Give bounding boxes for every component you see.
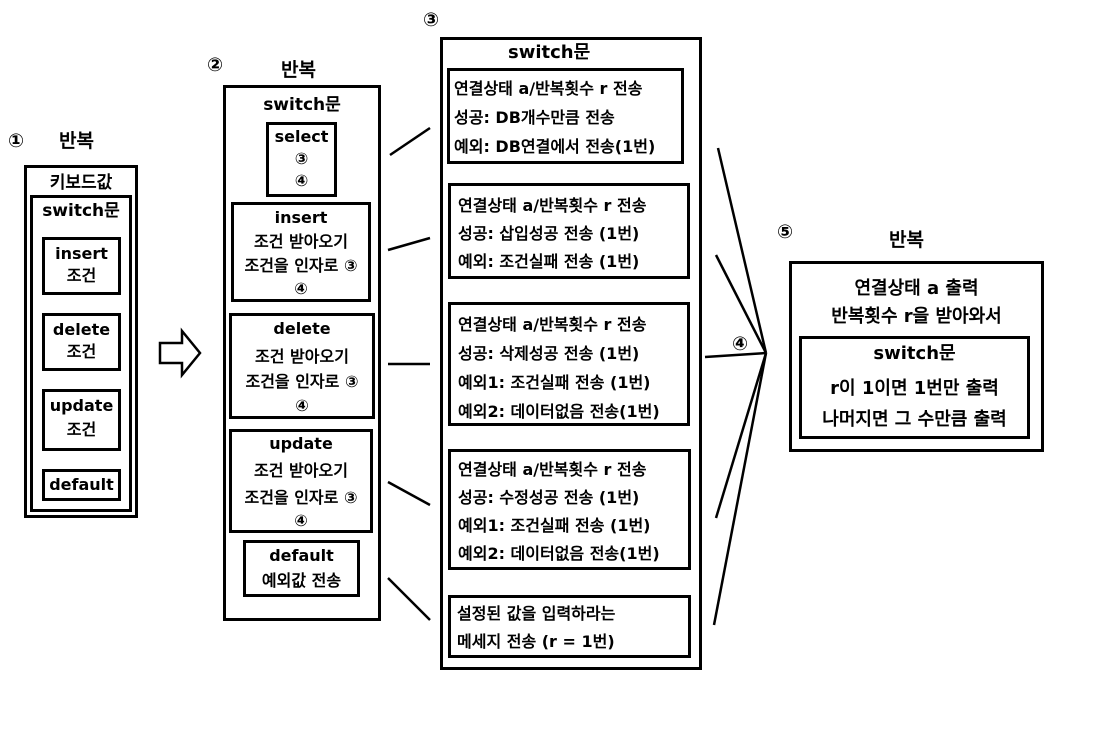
marker-5: ⑤: [777, 221, 794, 243]
case-line2: 조건을 인자로 ③: [245, 372, 359, 391]
panel2-switch-label: switch문: [263, 95, 341, 115]
message-line: 성공: 삽입성공 전송 (1번): [458, 224, 640, 243]
message-line: 설정된 값을 입력하라는: [457, 604, 616, 623]
message-line: 예외2: 데이터없음 전송(1번): [458, 402, 660, 421]
panel5-title: 반복: [889, 229, 924, 251]
message-line: 예외1: 조건실패 전송 (1번): [458, 373, 651, 392]
case-ref: ④: [294, 279, 308, 298]
select-ref-4: ④: [294, 171, 309, 190]
message-line: 예외: 조건실패 전송 (1번): [458, 252, 640, 271]
panel1-case-insert: insert 조건: [42, 237, 121, 295]
panel3-box-insert: 연결상태 a/반복횟수 r 전송 성공: 삽입성공 전송 (1번) 예외: 조건…: [448, 183, 690, 279]
case-line2: 조건을 인자로 ③: [244, 256, 358, 275]
case-name: update: [49, 396, 114, 415]
case-name: default: [269, 546, 334, 565]
marker-2: ②: [207, 54, 224, 76]
merge-line-2: [714, 254, 768, 354]
message-line: 연결상태 a/반복횟수 r 전송: [458, 196, 647, 215]
panel2-case-select: select ③ ④: [266, 122, 337, 197]
panel5-line3: r이 1이면 1번만 출력: [830, 378, 999, 399]
message-line: 예외: DB연결에서 전송(1번): [454, 137, 656, 156]
panel3-box-delete: 연결상태 a/반복횟수 r 전송 성공: 삭제성공 전송 (1번) 예외1: 조…: [448, 302, 690, 426]
panel2-case-delete: delete 조건 받아오기 조건을 인자로 ③ ④: [229, 313, 375, 419]
case-name: delete: [52, 320, 111, 339]
panel3-title: switch문: [508, 42, 591, 63]
merge-line-5: [712, 352, 768, 626]
panel3-box-update: 연결상태 a/반복횟수 r 전송 성공: 수정성공 전송 (1번) 예외1: 조…: [448, 449, 691, 570]
case-name: default: [49, 475, 114, 494]
case-line1: 예외값 전송: [261, 571, 342, 590]
panel3-box-default: 설정된 값을 입력하라는 메세지 전송 (r = 1번): [448, 595, 691, 658]
panel1-case-default: default: [42, 469, 121, 501]
panel3-box-select: 연결상태 a/반복횟수 r 전송 성공: DB개수만큼 전송 예외: DB연결에…: [447, 68, 684, 164]
merge-line-4: [714, 352, 768, 519]
message-line: 연결상태 a/반복횟수 r 전송: [458, 315, 647, 334]
case-line2: 조건을 인자로 ③: [244, 488, 358, 507]
message-line: 예외1: 조건실패 전송 (1번): [458, 516, 651, 535]
marker-4: ④: [732, 333, 749, 355]
message-line: 성공: 수정성공 전송 (1번): [458, 488, 640, 507]
panel1-switch-label: switch문: [42, 201, 120, 221]
case-line1: 조건 받아오기: [254, 232, 348, 251]
panel5-switch-label: switch문: [873, 343, 956, 364]
connector-update: [387, 480, 431, 507]
case-line1: 조건 받아오기: [254, 461, 348, 480]
case-name: insert: [55, 244, 108, 263]
panel5-line4: 나머지면 그 수만큼 출력: [822, 409, 1007, 430]
marker-1: ①: [8, 130, 25, 152]
merge-line-1: [716, 147, 768, 354]
merge-line-3: [704, 351, 767, 359]
panel1-outer-label: 키보드값: [49, 173, 113, 193]
case-line1: 조건 받아오기: [255, 347, 349, 366]
case-name: select: [274, 127, 329, 146]
case-sub: 조건: [66, 342, 97, 361]
case-name: insert: [274, 208, 328, 227]
panel2-case-default: default 예외값 전송: [243, 540, 360, 597]
message-line: 성공: 삭제성공 전송 (1번): [458, 344, 640, 363]
message-line: 연결상태 a/반복횟수 r 전송: [454, 79, 643, 98]
case-ref: ④: [294, 511, 308, 530]
panel2-case-insert: insert 조건 받아오기 조건을 인자로 ③ ④: [231, 202, 371, 302]
message-line: 연결상태 a/반복횟수 r 전송: [458, 460, 647, 479]
right-arrow-icon: [158, 327, 202, 379]
case-ref: ④: [295, 396, 309, 415]
select-ref-3: ③: [294, 149, 309, 168]
connector-insert: [387, 236, 431, 252]
panel1-case-update: update 조건: [42, 389, 121, 451]
case-name: update: [269, 434, 333, 453]
message-line: 메세지 전송 (r = 1번): [457, 632, 615, 651]
case-sub: 조건: [66, 420, 97, 439]
case-name: delete: [273, 319, 331, 338]
connector-select: [389, 126, 431, 157]
panel1-title: 반복: [59, 130, 94, 152]
panel1-case-delete: delete 조건: [42, 313, 121, 371]
case-sub: 조건: [66, 266, 97, 285]
panel2-case-update: update 조건 받아오기 조건을 인자로 ③ ④: [229, 429, 373, 533]
panel5-switch: [799, 336, 1030, 439]
panel5-line1: 연결상태 a 출력: [854, 278, 979, 299]
marker-3: ③: [423, 9, 440, 31]
panel2-title: 반복: [281, 59, 316, 81]
panel5-line2: 반복횟수 r을 받아와서: [831, 306, 1002, 327]
connector-default: [387, 577, 431, 621]
message-line: 성공: DB개수만큼 전송: [454, 108, 615, 127]
message-line: 예외2: 데이터없음 전송(1번): [458, 544, 660, 563]
